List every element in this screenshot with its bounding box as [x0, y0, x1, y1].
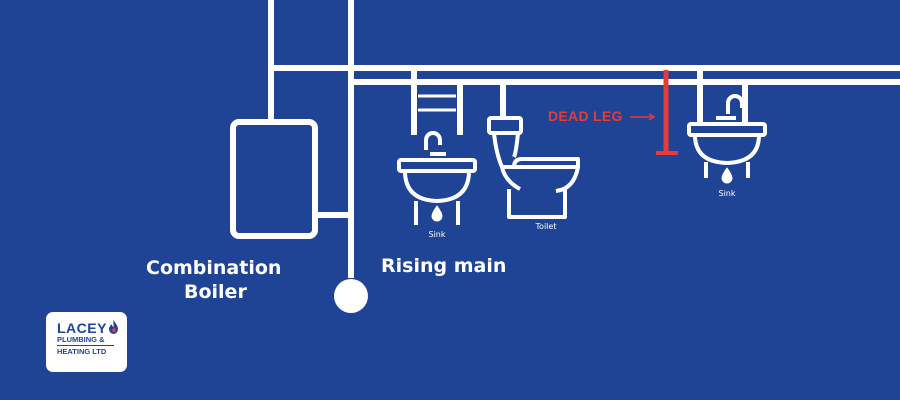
sink-label-left: Sink: [428, 230, 446, 239]
dead-leg-pipe-icon: [630, 70, 678, 155]
company-logo: LACEY PLUMBING & HEATING LTD: [46, 312, 127, 372]
rising-main-label: Rising main: [381, 255, 507, 277]
sink-icon: [687, 94, 767, 184]
logo-line2: PLUMBING &: [57, 335, 105, 344]
rising-main-terminal: [334, 279, 368, 313]
logo-divider: [57, 345, 114, 346]
flame-icon: [109, 320, 118, 334]
sink-label-right: Sink: [718, 189, 736, 198]
combination-boiler-label: Combination Boiler: [146, 256, 281, 304]
toilet-label: Toilet: [535, 222, 557, 231]
logo-line3: HEATING LTD: [57, 347, 107, 356]
combination-boiler-icon: [230, 119, 318, 239]
logo-line1: LACEY: [57, 320, 107, 336]
toilet-icon: [487, 116, 580, 219]
boiler-label-line1: Combination: [146, 257, 282, 279]
boiler-label-line2: Boiler: [184, 281, 247, 303]
dead-leg-label: DEAD LEG: [548, 108, 623, 124]
sink-icon: [397, 131, 477, 225]
